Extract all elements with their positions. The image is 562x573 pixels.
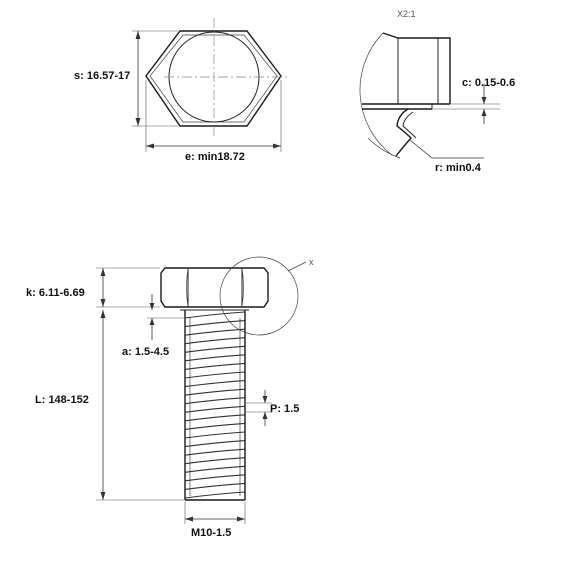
hex-outline — [145, 30, 282, 127]
thread-line — [184, 397, 246, 405]
dim-c-label: c: 0.15-0.6 — [462, 77, 515, 89]
thread-line — [184, 311, 246, 319]
dim-a-arrow-top — [149, 303, 155, 310]
dim-L-arrow-bottom — [100, 492, 106, 500]
thread-line — [184, 328, 246, 336]
dim-a-label: a: 1.5-4.5 — [122, 346, 169, 358]
dim-M-arrow-left — [185, 516, 193, 522]
bolt-head-chamfer-arc-1 — [186, 267, 189, 308]
dim-s-arrow-top — [135, 31, 141, 39]
detail-fillet-curve — [395, 108, 412, 157]
dim-k: k: 6.11-6.69 — [26, 267, 160, 308]
dim-P-arrow-top — [262, 396, 268, 403]
dim-e-label: e: min18.72 — [185, 151, 245, 163]
detail-x-circle — [219, 256, 299, 336]
thread-line — [184, 448, 246, 456]
hex-inner-outline — [149, 34, 278, 123]
thread-line — [184, 474, 246, 482]
dim-L-arrow-top — [100, 310, 106, 318]
dim-P-arrow-bottom — [262, 412, 268, 419]
dim-M-arrow-right — [237, 516, 245, 522]
bolt-head-chamfer-arc-2 — [241, 267, 244, 308]
thread-line — [184, 362, 246, 370]
detail-fillet-inner — [402, 111, 417, 139]
dim-M-label: M10-1.5 — [191, 527, 231, 539]
thread-line — [184, 422, 246, 430]
thread-line — [184, 457, 246, 465]
dim-e-arrow-left — [146, 143, 154, 149]
dim-s-label: s: 16.57-17 — [74, 70, 130, 82]
dim-r-label: r: min0.4 — [435, 162, 482, 174]
thread-line — [184, 337, 246, 345]
dim-e-arrow-right — [273, 143, 281, 149]
bolt-head-outline — [160, 267, 269, 308]
dim-e: e: min18.72 — [145, 80, 282, 163]
dim-a-arrow-bottom — [149, 318, 155, 325]
dim-k-label: k: 6.11-6.69 — [26, 287, 85, 299]
dim-k-arrow-top — [100, 268, 106, 276]
thread-line — [184, 320, 246, 328]
dim-c-arrow-top — [481, 97, 487, 104]
thread-line — [184, 465, 246, 473]
dim-M: M10-1.5 — [184, 502, 246, 539]
thread-line — [184, 345, 246, 353]
detail-x-marker: x — [309, 257, 314, 267]
thread-line — [184, 405, 246, 413]
detail-circle-arc-left — [359, 32, 393, 156]
dim-k-arrow-bottom — [100, 299, 106, 307]
dim-s: s: 16.57-17 — [74, 30, 178, 127]
thread-line — [184, 371, 246, 379]
thread-line — [184, 380, 246, 388]
thread-line — [184, 491, 246, 499]
thread-line — [184, 482, 246, 490]
dim-L: L: 148-152 — [35, 310, 184, 501]
detail-x-leader — [287, 261, 307, 272]
thread-line — [184, 354, 246, 362]
thread-line — [184, 431, 246, 439]
dim-P-label: P: 1.5 — [270, 403, 299, 415]
bolt-thread-lines — [184, 311, 246, 499]
thread-line — [184, 388, 246, 396]
dim-L-label: L: 148-152 — [35, 394, 89, 406]
detail-view: X2:1 c: 0.15-0.6 r: min0.4 — [359, 9, 515, 174]
dim-c-arrow-bottom — [481, 109, 487, 116]
thread-line — [184, 440, 246, 448]
hex-top-view — [145, 18, 290, 136]
dim-P: P: 1.5 — [245, 390, 299, 426]
detail-scale-label: X2:1 — [397, 9, 416, 19]
thread-line — [184, 414, 246, 422]
detail-head-outline — [382, 32, 451, 104]
dim-a: a: 1.5-4.5 — [122, 294, 185, 358]
bolt-side-view: x — [160, 256, 314, 501]
detail-circle-arc-bottom — [367, 137, 401, 159]
dim-r-leader — [409, 139, 433, 159]
dim-s-arrow-bottom — [135, 118, 141, 126]
